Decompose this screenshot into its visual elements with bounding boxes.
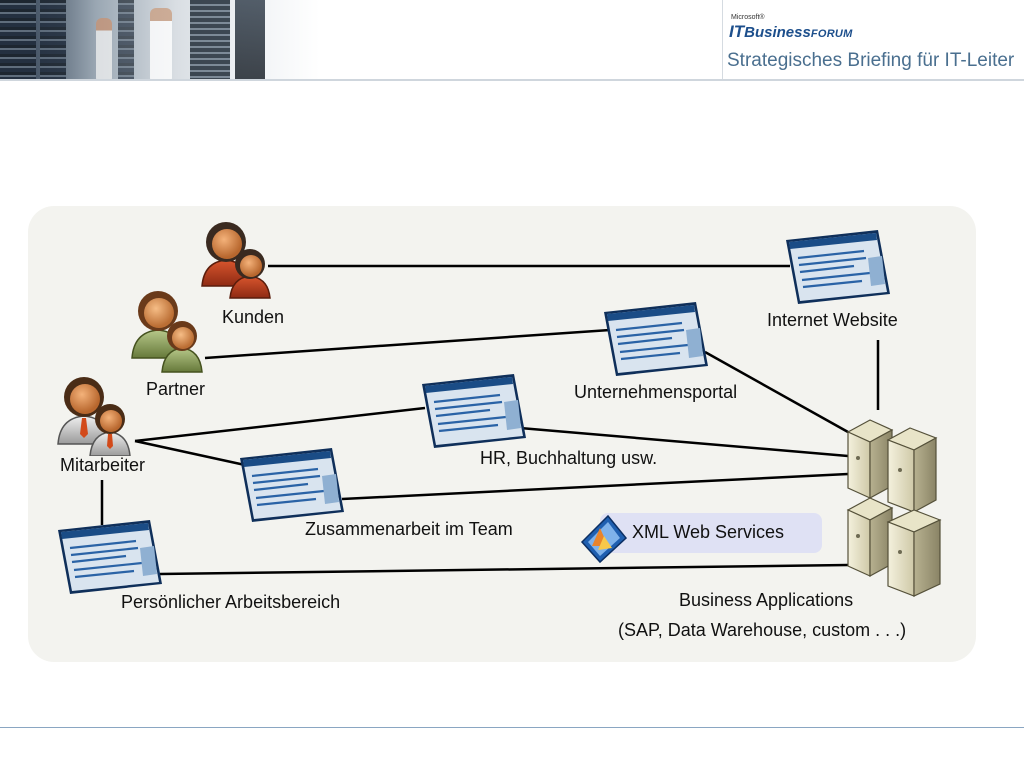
- screen-icon-hr-buchhaltung: [420, 372, 528, 452]
- brand-forum-text: FORUM: [810, 28, 853, 40]
- person-silhouette-image: [96, 18, 112, 80]
- server-tower: [886, 427, 938, 514]
- brand-tagline: Strategisches Briefing für IT-Leiter: [727, 50, 1015, 71]
- xml-web-services-box: XML Web Services: [600, 513, 822, 553]
- link-team-servers: [341, 472, 849, 501]
- link-mitarbeiter-hr: [134, 406, 426, 443]
- xml-web-service-icon: [578, 512, 630, 564]
- brand-business-text: Business: [744, 24, 811, 41]
- server-tower: [886, 509, 942, 597]
- person-silhouette-image: [150, 8, 172, 80]
- brand-logo-box: Microsoft® ITBusinessFORUM Strategisches…: [722, 0, 1024, 80]
- label-persoenlicher-arbeitsbereich: Persönlicher Arbeitsbereich: [121, 592, 341, 612]
- header-photo-datacenter: [0, 0, 320, 80]
- label-business-applications: Business Applications: [679, 590, 854, 610]
- screen-icon-zusammenarbeit: [238, 446, 346, 526]
- server-rack-image: [235, 0, 265, 80]
- footer-divider: [0, 727, 1024, 728]
- server-rack-image: [118, 0, 134, 80]
- screen-icon-persoenlicher-arbeitsbereich: [56, 518, 164, 598]
- brand-it-business-forum-logo: ITBusinessFORUM: [729, 22, 853, 42]
- link-partner-portal: [204, 328, 611, 360]
- link-portal-servers: [704, 350, 849, 434]
- screen-icon-internet-website: [784, 228, 892, 308]
- server-tower: [846, 419, 894, 500]
- server-cluster-icon: [840, 400, 960, 600]
- server-tower: [846, 497, 894, 578]
- label-internet-website: Internet Website: [767, 310, 898, 330]
- brand-it-text: IT: [729, 22, 745, 41]
- server-rack-image: [190, 0, 230, 80]
- label-hr-buchhaltung: HR, Buchhaltung usw.: [480, 448, 658, 468]
- label-partner: Partner: [146, 379, 206, 399]
- people-icon-kunden: [196, 216, 276, 300]
- link-hr-servers: [519, 426, 849, 458]
- header-divider: [0, 79, 1024, 81]
- link-personal-servers: [159, 563, 849, 576]
- screen-icon-unternehmensportal: [602, 300, 710, 380]
- brand-microsoft: Microsoft®: [731, 14, 765, 21]
- link-mitarbeiter-team: [134, 439, 246, 467]
- server-rack-image: [0, 0, 36, 80]
- slide-header: Microsoft® ITBusinessFORUM Strategisches…: [0, 0, 1024, 80]
- people-icon-partner: [128, 284, 208, 374]
- people-icon-mitarbeiter: [56, 372, 136, 456]
- label-unternehmensportal: Unternehmensportal: [574, 382, 738, 402]
- label-kunden: Kunden: [222, 307, 285, 327]
- label-zusammenarbeit: Zusammenarbeit im Team: [305, 519, 513, 539]
- label-business-applications-detail: (SAP, Data Warehouse, custom . . .): [618, 620, 907, 640]
- label-mitarbeiter: Mitarbeiter: [60, 455, 146, 475]
- label-xml-web-services: XML Web Services: [632, 522, 785, 542]
- server-rack-image: [40, 0, 66, 80]
